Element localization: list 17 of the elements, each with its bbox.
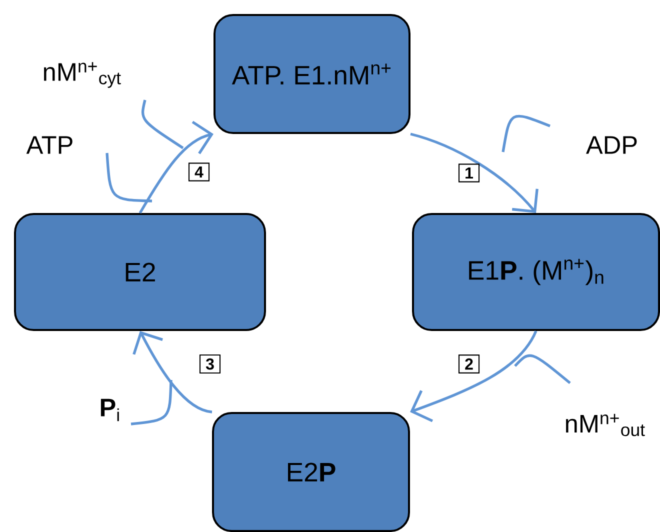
process-box: E2: [14, 213, 266, 331]
species-label: ADP: [586, 136, 637, 154]
process-box: E2P: [212, 412, 410, 532]
arrow: [410, 132, 538, 213]
process-box: ATP. E1.nM$^{n+}$: [214, 14, 410, 134]
species-label: P$_{i}$: [100, 398, 119, 422]
arrow: [410, 330, 538, 422]
step-number: 4: [188, 162, 210, 182]
step-number: 3: [199, 354, 221, 374]
species-label: nM$^{n+}$cyt: [44, 62, 121, 88]
process-box: E1P. (M$^{n+}$)$_{n}$: [412, 213, 660, 331]
arrow: [138, 120, 214, 214]
species-label: ATP: [26, 136, 72, 154]
arrow: [132, 331, 212, 414]
step-number: 1: [458, 164, 480, 182]
species-label: nM$^{n+}$out: [566, 414, 645, 436]
step-number: 2: [458, 354, 480, 374]
